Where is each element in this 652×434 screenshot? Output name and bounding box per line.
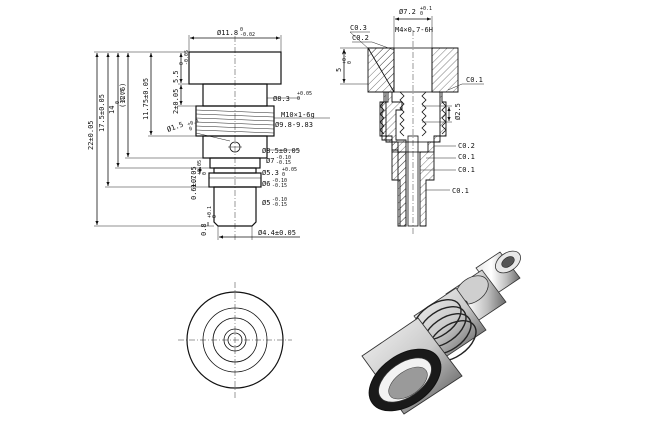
dim-dia-top: Ø11.8 — [217, 29, 238, 37]
dim-len-55-tol: 0-0.05 — [179, 50, 190, 65]
sec-dim-chamfer-01b: C0.1 — [458, 153, 475, 161]
dim-len-55: 5.5 — [172, 70, 180, 83]
dim-len-08-tol: +0.10 — [207, 206, 218, 218]
dim-len-17-tol: +0.050 — [197, 160, 208, 175]
dim-thread: M10×1-6g — [281, 111, 315, 119]
dim-dia-7-tol: -0.10-0.15 — [276, 155, 291, 166]
top-view — [178, 282, 292, 398]
section-thread-left — [399, 91, 405, 137]
section-top-bore — [393, 47, 433, 93]
dim-dia-5-tol: -0.10-0.15 — [272, 197, 287, 208]
iso-tip — [475, 250, 521, 295]
section-left-hatch — [367, 47, 407, 227]
dim-dia-6: Ø6 — [262, 180, 270, 188]
dim-dia-7: Ø7 — [266, 157, 274, 165]
dim-len-22: 22±0.05 — [87, 120, 95, 150]
section-view — [367, 30, 459, 235]
section-small-bore — [407, 135, 419, 227]
front-view — [188, 36, 282, 240]
sec-dim-thread: M4×0.7-6H — [395, 26, 433, 34]
dim-thread-dia: Ø9.8-9.83 — [275, 121, 313, 129]
dim-dia-53: Ø5.3 — [262, 169, 279, 177]
sec-dim-dia-72: Ø7.2 — [399, 8, 416, 16]
dim-len-126: (12.6) — [119, 83, 127, 108]
sec-dim-chamfer-01c: C0.1 — [458, 166, 475, 174]
top-outer-circle — [186, 291, 284, 389]
section-thread-right — [421, 91, 427, 137]
dim-dia-44: Ø4.4±0.05 — [258, 229, 296, 237]
front-thread-outline — [195, 105, 275, 137]
top-third-circle — [212, 317, 258, 363]
sec-dim-chamfer-01d: C0.1 — [452, 187, 469, 195]
sec-dim-depth-5: 5 — [335, 68, 343, 72]
dim-len-06: 0.6±0.05 — [190, 166, 198, 200]
dim-len-2: 2±0.05 — [172, 89, 180, 114]
sec-dim-chamfer-02: C0.2 — [352, 34, 369, 42]
dim-len-08: 0.8 — [200, 223, 208, 236]
top-inner-circle — [227, 332, 243, 348]
dim-dia-top-tol: 0-0.02 — [240, 27, 255, 38]
dim-len-14-tol: 0-0.05 — [115, 89, 126, 104]
top-second-circle — [202, 307, 268, 373]
dim-len-1175: 11.75±0.05 — [142, 78, 150, 120]
dim-len-175: 17.5±0.05 — [98, 94, 106, 132]
dim-dia-hole: Ø1.5 — [166, 121, 185, 134]
sec-dim-chamfer-03: C0.3 — [350, 24, 367, 32]
iso-cap — [361, 317, 463, 415]
front-cap-outline — [188, 51, 282, 85]
sec-dim-chamfer-01a: C0.1 — [466, 76, 483, 84]
dim-dia-groove: Ø8.3 — [273, 95, 290, 103]
section-cross-hole — [391, 141, 435, 153]
section-right-hatch — [419, 47, 459, 227]
sec-dim-depth-5-tol: +0.10 — [342, 52, 353, 64]
dim-len-14: 14 — [108, 106, 116, 114]
isometric-render — [361, 250, 521, 415]
sec-dim-dia-25: Ø2.5 — [454, 103, 462, 120]
dim-len-17: 1.7 — [190, 175, 198, 188]
sec-dim-chamfer-02b: C0.2 — [458, 142, 475, 150]
dim-dia-5: Ø5 — [262, 199, 270, 207]
dim-dia-mid: Ø8.5±0.05 — [262, 147, 300, 155]
dim-dia-hole-tol: +0.10 — [187, 118, 202, 132]
dim-dia-6-tol: -0.10-0.15 — [272, 178, 287, 189]
top-bore-circle — [223, 328, 247, 352]
